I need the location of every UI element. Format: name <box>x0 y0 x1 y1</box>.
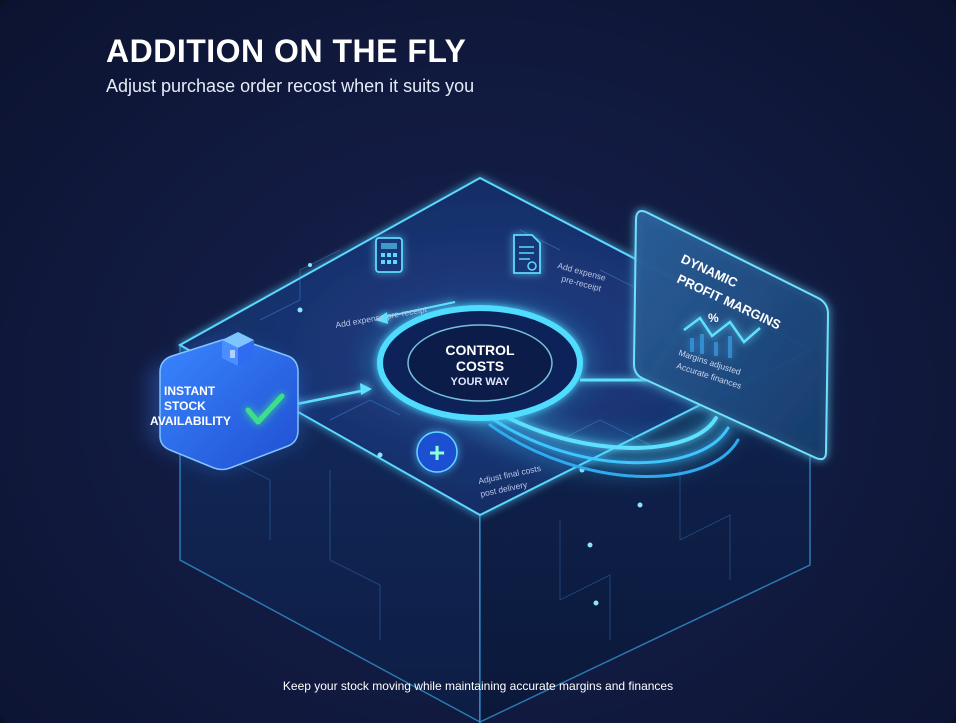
plus-symbol: + <box>429 437 445 468</box>
panel-percent-sign: % <box>708 311 719 325</box>
stock-availability-card: INSTANT STOCK AVAILABILITY <box>150 332 300 471</box>
warehouse-icon <box>222 332 254 366</box>
arrow-note-to-ring <box>375 301 456 324</box>
checkmark-icon <box>245 393 285 425</box>
stock-card-line1: INSTANT <box>164 384 216 398</box>
page-subtitle: Adjust purchase order recost when it sui… <box>106 76 475 96</box>
center-label-line2: COSTS <box>456 358 504 374</box>
calculator-icon <box>375 237 403 273</box>
center-label-line1: CONTROL <box>445 342 515 358</box>
control-costs-ring: CONTROL COSTS YOUR WAY <box>365 301 595 425</box>
trend-chart-icon <box>683 316 761 358</box>
center-label-line3: YOUR WAY <box>451 376 511 388</box>
stock-card-line2: STOCK <box>164 399 206 413</box>
document-icon <box>513 234 541 274</box>
page-title: ADDITION ON THE FLY <box>106 33 467 69</box>
profit-margins-panel: DYNAMIC PROFIT MARGINS % Margins adjuste… <box>632 210 830 461</box>
plus-badge-icon: + <box>416 431 458 473</box>
footer-tagline: Keep your stock moving while maintaining… <box>282 679 674 693</box>
stock-card-line3: AVAILABILITY <box>150 414 231 428</box>
